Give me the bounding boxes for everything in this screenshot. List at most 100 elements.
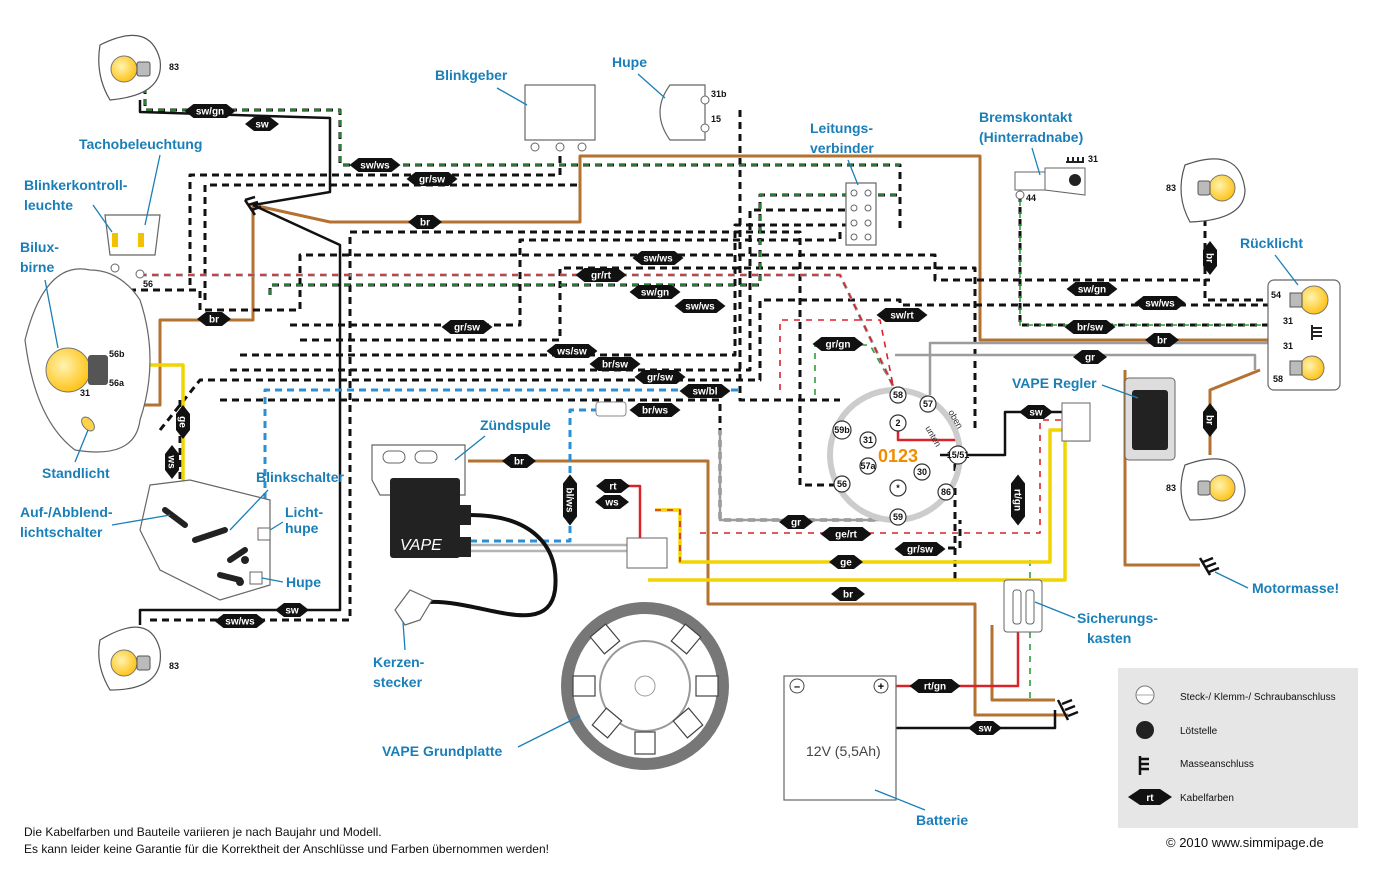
label-sicherungskasten-1: Sicherungs-	[1077, 610, 1158, 626]
svg-text:58: 58	[1273, 374, 1283, 384]
svg-text:VAPE: VAPE	[400, 537, 442, 554]
wire-tag-label: sw/gn	[196, 107, 224, 118]
svg-text:2: 2	[895, 418, 900, 428]
wire-tag-gr-sw: gr/sw	[441, 320, 493, 334]
footer-line-1: Die Kabelfarben und Bauteile variieren j…	[24, 825, 382, 839]
svg-text:12V (5,5Ah): 12V (5,5Ah)	[806, 743, 881, 759]
label-standlicht: Standlicht	[42, 465, 110, 481]
wire-tag-label: ws	[604, 498, 619, 509]
footer-note: Die Kabelfarben und Bauteile variieren j…	[24, 824, 549, 858]
wire-tag-br-sw: br/sw	[589, 357, 641, 371]
svg-text:Steck-/ Klemm-/ Schraubanschlu: Steck-/ Klemm-/ Schraubanschluss	[1180, 692, 1336, 703]
ground-icon	[1138, 756, 1149, 775]
wire-rt-gn	[880, 600, 1020, 688]
wire-tag-gr-sw: gr/sw	[894, 542, 946, 556]
wire-tag-gr-sw: gr/sw	[634, 370, 686, 384]
svg-text:31: 31	[80, 388, 90, 398]
ground-icon	[243, 195, 1220, 721]
headlight: 56b 56a 31	[24, 268, 151, 453]
label-hupe: Hupe	[612, 54, 647, 70]
tacho-lamps: 56	[104, 214, 161, 289]
label-bilux-1: Bilux-	[20, 239, 59, 255]
wire-tag-br: br	[831, 587, 865, 601]
blinker-rear-right: 83	[1166, 458, 1246, 521]
wire-tag-sw-gn: sw/gn	[184, 104, 236, 118]
svg-text:56b: 56b	[109, 349, 125, 359]
wire-gr	[718, 430, 880, 522]
wire-tag-ge: ge	[176, 405, 190, 439]
wire-tag-sw: sw	[275, 603, 309, 617]
wire-tag-label: sw/ws	[1145, 299, 1175, 310]
svg-text:59: 59	[893, 512, 903, 522]
wire-tag-ge-rt: ge/rt	[820, 527, 872, 541]
wire-tag-label: sw	[1029, 408, 1043, 419]
wire-sw-blinker	[138, 100, 332, 207]
svg-text:–: –	[794, 681, 800, 693]
wire-tag-label: ge	[840, 558, 852, 569]
batterie: – + 12V (5,5Ah)	[783, 675, 897, 801]
label-leitungsverbinder-1: Leitungs-	[810, 120, 873, 136]
vape-grundplatte	[561, 537, 729, 770]
wire-tag-rt-gn: rt/gn	[909, 679, 961, 693]
wire-tag-label: gr/sw	[419, 175, 445, 186]
wire-tag-gr-sw: gr/sw	[406, 172, 458, 186]
svg-text:31b: 31b	[711, 89, 727, 99]
label-hupe-schalter: Hupe	[286, 574, 321, 590]
label-kerzenstecker-2: stecker	[373, 674, 423, 690]
zuendspule: VAPE	[371, 444, 471, 558]
wire-tag-label: br	[420, 218, 430, 229]
label-tachobeleuchtung: Tachobeleuchtung	[79, 136, 202, 152]
wire-gr-ruecklicht	[928, 341, 1280, 395]
wire-tag-label: sw/rt	[890, 311, 914, 322]
wire-tag-label: sw/ws	[360, 161, 390, 172]
wire-tag-ws: ws	[165, 445, 179, 479]
wire-tag-label: gr/sw	[647, 373, 673, 384]
wire-tag-label: br/sw	[1077, 323, 1103, 334]
wire-tag-label: gr	[791, 518, 801, 529]
svg-text:56a: 56a	[109, 378, 125, 388]
wires	[98, 75, 1300, 730]
label-lichtschalter-1: Auf-/Abblend-	[20, 504, 113, 520]
blinker-rear-left: 83	[98, 626, 179, 691]
solder-point-icon	[1136, 721, 1154, 739]
wire-tag-ws: ws	[595, 495, 629, 509]
wire-tag-label: ws	[166, 454, 177, 469]
wire-tag-rt-gn: rt/gn	[1011, 474, 1025, 526]
copyright: © 2010 www.simmipage.de	[1166, 835, 1324, 850]
wire-tag-sw: sw	[245, 117, 279, 131]
wire-tag-label: br	[1204, 415, 1215, 425]
wire-tag-label: sw/gn	[641, 288, 669, 299]
wire-tag-label: sw/ws	[643, 254, 673, 265]
blinkgeber	[524, 84, 596, 152]
svg-text:56: 56	[143, 279, 153, 289]
svg-text:Lötstelle: Lötstelle	[1180, 726, 1218, 737]
svg-text:83: 83	[169, 62, 179, 72]
label-bremskontakt-2: (Hinterradnabe)	[979, 129, 1083, 145]
label-ruecklicht: Rücklicht	[1240, 235, 1303, 251]
label-sicherungskasten-2: kasten	[1087, 630, 1131, 646]
wire-br-ruecklicht	[1208, 368, 1261, 455]
label-kerzenstecker-1: Kerzen-	[373, 654, 425, 670]
wire-tag-label: sw/bl	[692, 387, 717, 398]
wire-tag-label: br	[514, 457, 524, 468]
label-zuendspule: Zündspule	[480, 417, 551, 433]
blinker-front-right: 83	[1166, 158, 1246, 223]
label-motormasse: Motormasse!	[1252, 580, 1339, 596]
hupe: 31b 15	[659, 84, 727, 141]
wire-tag-label: rt	[609, 482, 617, 493]
wire-tag-ws-sw: ws/sw	[546, 344, 598, 358]
svg-text:15: 15	[711, 114, 721, 124]
wire-tag-sw-gn: sw/gn	[1066, 282, 1118, 296]
wire-tag-gr-rt: gr/rt	[575, 268, 627, 282]
svg-text:unten: unten	[923, 424, 943, 449]
wire-tag-sw: sw	[1019, 405, 1053, 419]
blinker-front-left: 83	[98, 34, 179, 101]
wire-tag-label: sw/gn	[1078, 285, 1106, 296]
ruecklicht: 54 31 31 58	[1267, 279, 1341, 391]
leitungsverbinder	[845, 182, 877, 246]
label-blinkerkontroll-1: Blinkerkontroll-	[24, 177, 128, 193]
wire-tag-label: ge/rt	[835, 530, 857, 541]
wire-tag-label: sw	[285, 606, 299, 617]
label-blinkschalter: Blinkschalter	[256, 469, 344, 485]
